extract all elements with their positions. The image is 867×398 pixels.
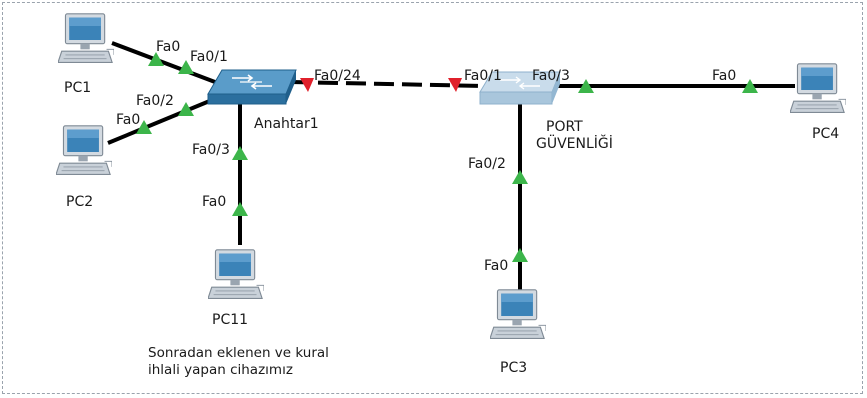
- link-status-indicators: [136, 52, 758, 262]
- port-label-sw1-fa0-2: Fa0/2: [136, 93, 174, 109]
- link-up-icon: [578, 79, 594, 93]
- diagram-frame: [2, 2, 863, 394]
- switch-icon: [207, 69, 297, 105]
- link-down-icon: [448, 78, 462, 92]
- port-label-sw1-fa0-1: Fa0/1: [190, 49, 228, 65]
- link-up-icon: [136, 120, 152, 134]
- computer-icon: [790, 63, 846, 113]
- switch-icon: [479, 71, 561, 105]
- pc1-label: PC1: [64, 80, 91, 96]
- links: [107, 41, 795, 290]
- link-up-icon: [178, 60, 194, 74]
- computer-icon: [490, 289, 546, 339]
- pc4-label: PC4: [812, 126, 839, 142]
- switch1-device[interactable]: [207, 69, 297, 105]
- link-down-icon: [300, 78, 314, 92]
- port-label-pc3-fa0: Fa0: [484, 258, 508, 274]
- link-up-icon: [232, 146, 248, 160]
- port-label-sw2-fa0-1: Fa0/1: [464, 68, 502, 84]
- port-label-sw2-fa0-3: Fa0/3: [532, 68, 570, 84]
- port-label-sw1-fa0-3: Fa0/3: [192, 142, 230, 158]
- pc2-label: PC2: [66, 194, 93, 210]
- pc11-device[interactable]: [208, 249, 264, 299]
- link-pc1-switch1: [111, 41, 216, 84]
- link-up-icon: [512, 248, 528, 262]
- link-up-icon: [148, 52, 164, 66]
- link-up-icon: [178, 102, 194, 116]
- port-label-pc2-fa0: Fa0: [116, 112, 140, 128]
- switch2-device[interactable]: [479, 71, 561, 105]
- link-up-icon: [512, 170, 528, 184]
- pc3-device[interactable]: [490, 289, 546, 339]
- switch1-label: Anahtar1: [254, 116, 319, 132]
- port-label-pc11-fa0: Fa0: [202, 194, 226, 210]
- annotation-line-2: ihlali yapan cihazımız: [148, 362, 293, 378]
- switch2-label-line2: GÜVENLİĞİ: [536, 134, 613, 152]
- link-switch1-switch2: [289, 80, 486, 88]
- computer-icon: [58, 13, 114, 63]
- port-label-pc1-fa0: Fa0: [156, 39, 180, 55]
- pc3-label: PC3: [500, 360, 527, 376]
- link-pc2-switch1: [107, 98, 213, 145]
- pc1-device[interactable]: [58, 13, 114, 63]
- pc4-device[interactable]: [790, 63, 846, 113]
- port-label-sw1-fa0-24: Fa0/24: [314, 68, 361, 84]
- link-up-icon: [232, 202, 248, 216]
- computer-icon: [208, 249, 264, 299]
- switch2-label-line1: PORT: [546, 119, 583, 135]
- port-label-sw2-fa0-2: Fa0/2: [468, 156, 506, 172]
- port-label-pc4-fa0: Fa0: [712, 68, 736, 84]
- computer-icon: [56, 125, 112, 175]
- pc2-device[interactable]: [56, 125, 112, 175]
- annotation-line-1: Sonradan eklenen ve kural: [148, 345, 329, 361]
- pc11-label: PC11: [212, 312, 248, 328]
- link-up-icon: [742, 79, 758, 93]
